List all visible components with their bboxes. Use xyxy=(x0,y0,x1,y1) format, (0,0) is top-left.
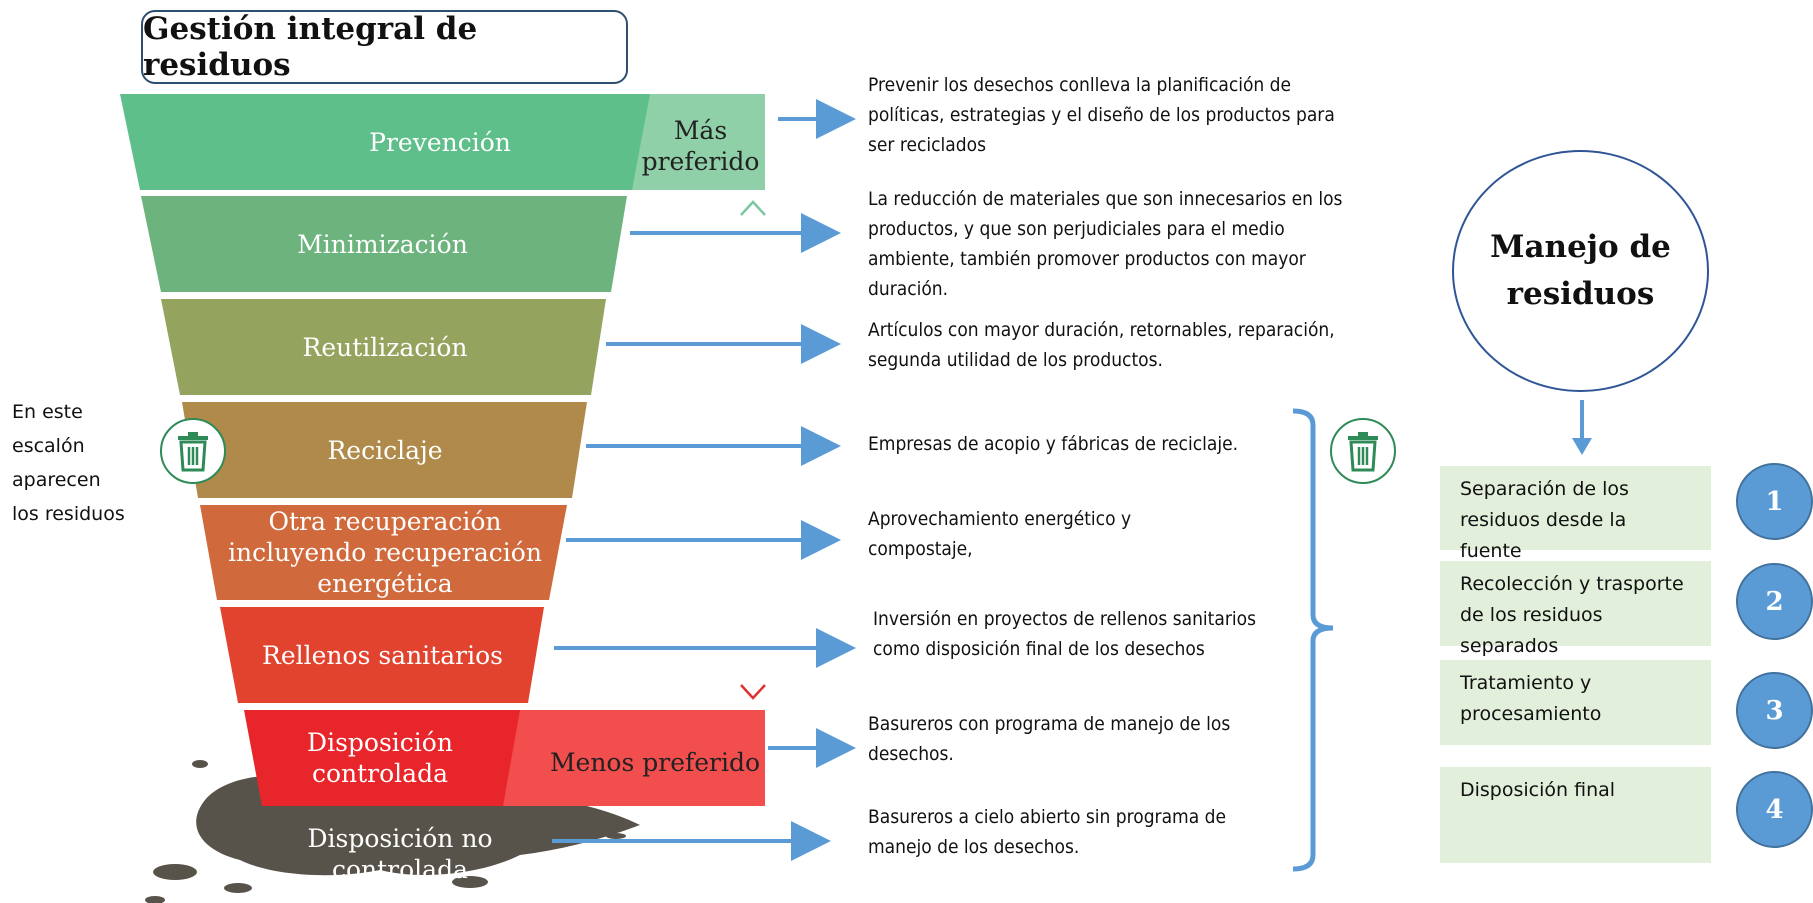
level-label: Reciclaje xyxy=(327,435,443,465)
level-label: Otra recuperación incluyendo recuperació… xyxy=(228,507,542,598)
down-arrow-icon xyxy=(1572,400,1592,455)
level-description: Empresas de acopio y fábricas de recicla… xyxy=(868,433,1239,455)
level-label: Disposición no controlada xyxy=(307,823,493,884)
management-step: Recolección y trasporte de los residuos … xyxy=(1440,561,1711,657)
funnel-band-2 xyxy=(141,196,627,292)
least-preferred-label: Menos preferido xyxy=(549,747,761,777)
level-label: Minimización xyxy=(297,229,468,259)
management-step: Separación de los residuos desde la fuen… xyxy=(1440,466,1711,562)
step-number: 1 xyxy=(1736,463,1813,540)
step-number: 4 xyxy=(1736,771,1813,848)
level-label: Reutilización xyxy=(302,332,468,362)
level-description: Artículos con mayor duración, retornable… xyxy=(868,319,1335,371)
funnel-band-5 xyxy=(200,505,567,600)
level-description: Basureros con programa de manejo de los … xyxy=(868,713,1231,765)
funnel-band-4 xyxy=(182,402,587,498)
level-description: La reducción de materiales que son innec… xyxy=(868,188,1343,300)
side-note: En este escalón aparecen los residuos xyxy=(12,401,125,525)
step-number: 3 xyxy=(1736,672,1813,749)
funnel-band-3 xyxy=(161,299,606,395)
level-description: Basureros a cielo abierto sin programa d… xyxy=(868,806,1226,858)
management-title: Manejo de residuos xyxy=(1452,150,1709,392)
right-arrow-icon xyxy=(552,99,856,861)
level-label: Disposición controlada xyxy=(307,728,453,788)
level-description: Aprovechamiento energético y compostaje, xyxy=(868,508,1132,560)
trash-icon xyxy=(1330,418,1396,484)
diagram-title: Gestión integral de residuos xyxy=(141,10,628,84)
funnel-band-1-pref xyxy=(632,94,765,190)
level-label: Prevención xyxy=(369,127,511,157)
funnel-band-7-pref xyxy=(503,710,765,806)
management-step: Tratamiento y procesamiento xyxy=(1440,660,1711,745)
level-description: Inversión en proyectos de rellenos sanit… xyxy=(873,608,1256,660)
double-arrow-icon xyxy=(740,200,766,700)
funnel-band-6 xyxy=(220,607,544,703)
trash-icon xyxy=(160,418,226,484)
funnel-band-1 xyxy=(120,94,765,190)
level-label: Rellenos sanitarios xyxy=(262,640,503,670)
step-number: 2 xyxy=(1736,563,1813,640)
most-preferred-label: Más preferido xyxy=(641,116,760,176)
management-step: Disposición final xyxy=(1440,767,1711,863)
level-description: Prevenir los desechos conlleva la planif… xyxy=(868,74,1335,156)
bracket-icon xyxy=(1292,408,1334,872)
